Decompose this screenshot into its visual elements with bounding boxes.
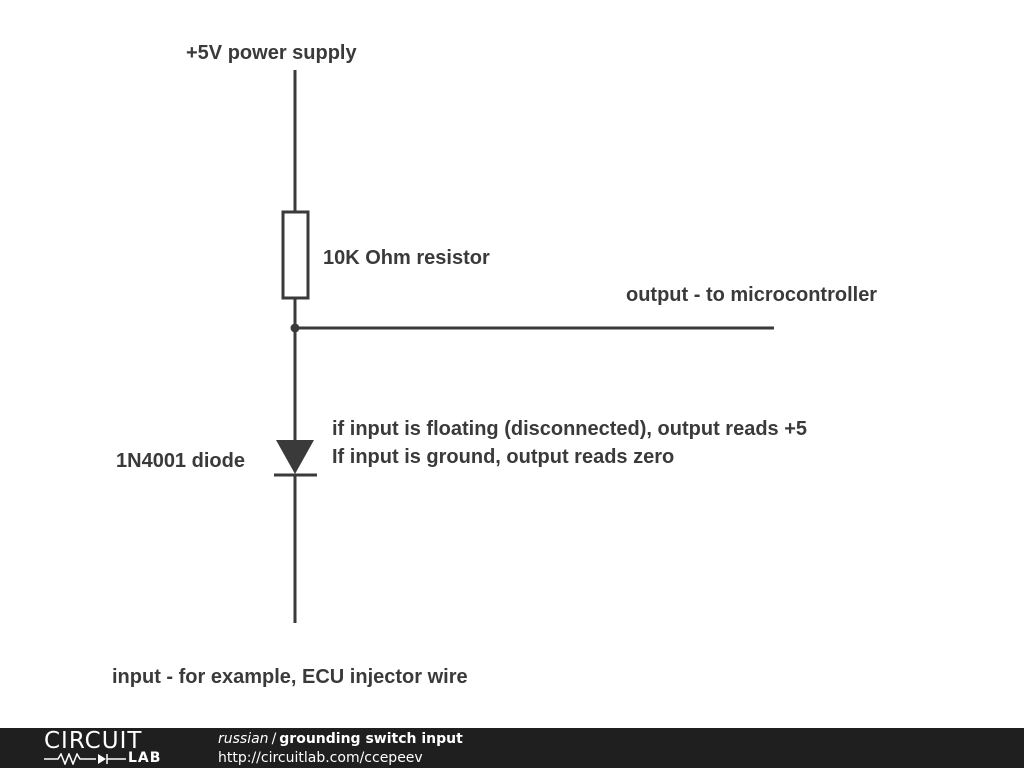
circuitlab-logo-lab: LAB xyxy=(128,750,162,766)
resistor-diode-logo-icon xyxy=(44,753,126,765)
power-supply-label: +5V power supply xyxy=(186,42,357,64)
resistor-symbol xyxy=(281,210,310,300)
circuitlab-logo-word: CIRCUIT xyxy=(44,728,143,754)
diode-symbol xyxy=(276,440,314,474)
note-line-2: If input is ground, output reads zero xyxy=(332,446,675,468)
project-name: grounding switch input xyxy=(279,731,463,747)
resistor-label: 10K Ohm resistor xyxy=(323,247,490,269)
output-label: output - to microcontroller xyxy=(626,284,878,306)
circuit-schematic xyxy=(274,70,774,623)
owner-link[interactable]: russian xyxy=(218,731,269,747)
footer-bar: CIRCUIT LAB russian/grounding switch inp… xyxy=(0,728,1024,768)
project-url[interactable]: http://circuitlab.com/ccepeev xyxy=(218,750,423,766)
footer-title: russian/grounding switch input xyxy=(218,732,463,746)
input-label: input - for example, ECU injector wire xyxy=(112,666,468,688)
title-separator: / xyxy=(271,731,277,747)
note-line-1: if input is floating (disconnected), out… xyxy=(332,418,808,440)
diode-label: 1N4001 diode xyxy=(116,450,245,472)
